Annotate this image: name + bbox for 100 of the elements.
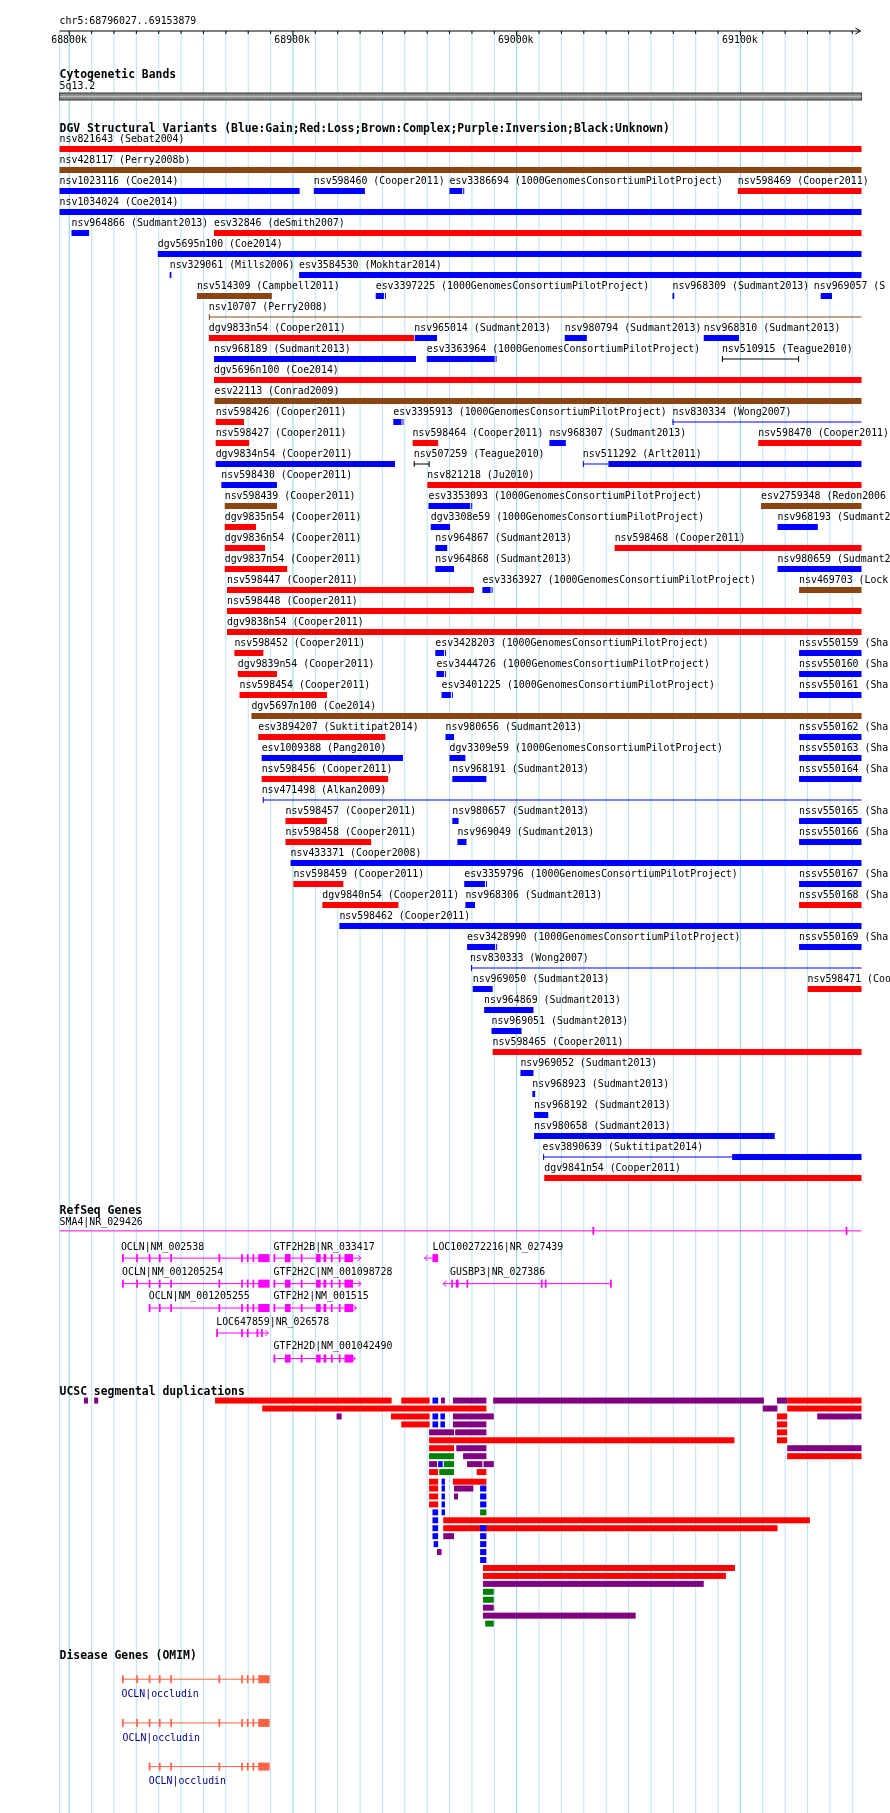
variant-label: nsv968310 (Sudmant2013) [703, 322, 841, 334]
band-label: 5q13.2 [59, 80, 96, 92]
variant-label: nsv964867 (Sudmant2013) [435, 532, 573, 544]
gene-label: LOC647859|NR_026578 [216, 1315, 330, 1328]
variant-label: dgv9841n54 (Cooper2011) [544, 1162, 681, 1174]
variant-label: nsv980656 (Sudmant2013) [445, 721, 583, 733]
variant-label: dgv9838n54 (Cooper2011) [227, 616, 364, 628]
variant-label: nsv821643 (Sebat2004) [59, 133, 185, 145]
variant-label: nsv968193 (Sudmant2 [777, 511, 890, 523]
disease-gene-label: OCLN|occludin [148, 1775, 226, 1788]
variant-label: nsv980794 (Sudmant2013) [564, 322, 702, 334]
variant-label: nsv821218 (Ju2010) [427, 469, 535, 481]
variant-label: nsv598464 (Cooper2011) [412, 427, 544, 439]
gene-label: GTF2H2B|NR_033417 [273, 1240, 375, 1253]
variant-label: nsv511292 (Arlt2011) [582, 448, 702, 460]
variant-label: esv3890639 (Suktitipat2014) [542, 1141, 704, 1153]
variant-label: dgv9833n54 (Cooper2011) [208, 322, 346, 334]
variant-label: dgv9839n54 (Cooper2011) [237, 658, 375, 670]
variant-label: nsv598462 (Cooper2011) [339, 910, 471, 922]
variant-label: nsv598469 (Cooper2011) [737, 175, 869, 187]
variant-label: nsv830333 (Wong2007) [469, 952, 589, 964]
variant-label: nsv598448 (Cooper2011) [227, 595, 358, 607]
variant-label: esv3386694 (1000GenomesConsortiumPilotProject) [449, 175, 723, 187]
variant-label: esv2759348 (Redon2006 [761, 490, 886, 502]
variant-label: nsv969050 (Sudmant2013) [472, 973, 610, 985]
track-title: RefSeq Genes [59, 1203, 142, 1216]
variant-label: nssv550161 (Sha [799, 679, 889, 691]
variant-label: nsv598456 (Cooper2011) [261, 763, 393, 775]
variant-label: nsv598470 (Cooper2011) [758, 427, 889, 439]
variant-label: esv3353093 (1000GenomesConsortiumPilotProject) [428, 490, 702, 502]
variant-label: nsv980659 (Sudmant2 [777, 553, 890, 565]
axis-tick-label: 69000k [497, 34, 534, 46]
variant-label: nsv980657 (Sudmant2013) [452, 805, 590, 817]
variant-label: dgv5696n100 (Coe2014) [213, 364, 339, 376]
variant-label: nssv550166 (Sha [799, 826, 889, 838]
variant-label: nsv598460 (Cooper2011) [313, 175, 445, 187]
variant-label: nsv968307 (Sudmant2013) [549, 427, 687, 439]
variant-label: nsv968306 (Sudmant2013) [465, 889, 603, 901]
variant-label: nsv969057 (S [813, 280, 886, 292]
gene-label: GTF2H2C|NM_001098728 [273, 1266, 393, 1279]
variant-label: esv3397225 (1000GenomesConsortiumPilotProject) [375, 280, 650, 292]
variant-label: nsv598458 (Cooper2011) [285, 826, 417, 838]
track-title: Cytogenetic Bands [59, 68, 177, 80]
position-label: chr5:68796027..69153879 [59, 15, 197, 27]
variant-label: nsv968923 (Sudmant2013) [532, 1078, 670, 1090]
gene-label: OCLN|NM_002538 [120, 1240, 205, 1253]
variant-label: nsv510915 (Teague2010) [721, 343, 853, 355]
variant-label: nsv598457 (Cooper2011) [285, 805, 417, 817]
variant-label: nsv433371 (Cooper2008) [290, 847, 422, 859]
variant-label: nssv550169 (Sha [799, 931, 889, 943]
gene-label: SMA4|NR_029426 [59, 1216, 143, 1229]
axis-tick-label: 68800k [51, 34, 87, 46]
variant-label: nsv598427 (Cooper2011) [215, 427, 347, 439]
variant-label: dgv9837n54 (Cooper2011) [224, 553, 362, 565]
variant-label: nsv969051 (Sudmant2013) [491, 1015, 629, 1027]
variant-label: nsv964869 (Sudmant2013) [484, 994, 621, 1006]
variant-label: nsv964868 (Sudmant2013) [435, 553, 573, 565]
variant-label: nsv598465 (Cooper2011) [492, 1036, 624, 1048]
variant-label: esv3584530 (Mokhtar2014) [299, 259, 442, 271]
variant-label: nsv968189 (Sudmant2013) [213, 343, 351, 355]
variant-label: dgv9835n54 (Cooper2011) [224, 511, 362, 523]
variant-label: nssv550164 (Sha [799, 763, 889, 775]
variant-label: nsv968191 (Sudmant2013) [452, 763, 590, 775]
gene-label: GUSBP3|NR_027386 [450, 1266, 546, 1279]
variant-label: dgv3308e59 (1000GenomesConsortiumPilotProject) [430, 511, 705, 523]
variant-label: nsv598471 (Coo [807, 973, 890, 985]
variant-label: nsv830334 (Wong2007) [672, 406, 792, 418]
variant-label: nssv550168 (Sha [799, 889, 889, 901]
track-title: Disease Genes (OMIM) [59, 1649, 197, 1662]
variant-label: nsv598459 (Cooper2011) [293, 868, 425, 880]
variant-label: esv3363964 (1000GenomesConsortiumPilotProject) [426, 343, 701, 355]
variant-label: nsv598468 (Cooper2011) [614, 532, 746, 544]
variant-label: dgv5695n100 (Coe2014) [157, 238, 283, 250]
gene-label: LOC100272216|NR_027439 [432, 1240, 564, 1253]
variant-label: nsv1034024 (Coe2014) [59, 196, 179, 208]
variant-label: dgv9834n54 (Cooper2011) [215, 448, 353, 460]
variant-label: nsv598426 (Cooper2011) [215, 406, 347, 418]
disease-gene-label: OCLN|occludin [122, 1731, 200, 1744]
variant-label: nsv1023116 (Coe2014) [59, 175, 179, 187]
track-title: DGV Structural Variants (Blue:Gain;Red:Loss;Brown:Complex;Purple:Inversion;Black:Unknown) [59, 122, 670, 134]
variant-label: nsv471498 (Alkan2009) [261, 784, 387, 796]
variant-label: esv1009388 (Pang2010) [261, 742, 387, 754]
variant-label: nsv514309 (Campbell2011) [196, 280, 340, 292]
variant-label: nsv965014 (Sudmant2013) [414, 322, 552, 334]
variant-label: esv32846 (deSmith2007) [213, 217, 345, 229]
axis-tick-label: 69100k [722, 34, 758, 46]
variant-label: esv3395913 (1000GenomesConsortiumPilotProject) [393, 406, 667, 418]
gene-label: OCLN|NM_001205254 [122, 1266, 224, 1279]
variant-label: nssv550162 (Sha [799, 721, 889, 733]
variant-label: nsv968309 (Sudmant2013) [672, 280, 810, 292]
variant-label: nssv550159 (Sha [799, 637, 889, 649]
variant-label: esv3894207 (Suktitipat2014) [258, 721, 419, 733]
gene-label: GTF2H2D|NM_001042490 [273, 1340, 393, 1353]
variant-label: nsv469703 (Lock [799, 574, 889, 586]
variant-label: nsv969052 (Sudmant2013) [520, 1057, 658, 1069]
variant-label: esv22113 (Conrad2009) [214, 385, 340, 397]
variant-label: nsv980658 (Sudmant2013) [534, 1120, 671, 1132]
variant-label: nsv598452 (Cooper2011) [234, 637, 366, 649]
track-title: UCSC segmental duplications [59, 1385, 245, 1398]
variant-label: esv3359796 (1000GenomesConsortiumPilotProject) [464, 868, 738, 880]
